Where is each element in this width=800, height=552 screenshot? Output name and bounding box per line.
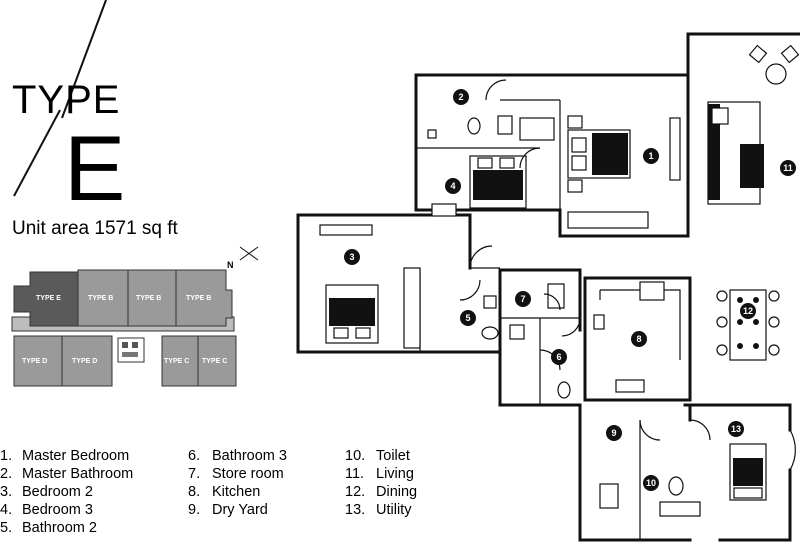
legend-num-2: 2. (0, 466, 12, 482)
door-swings (459, 79, 796, 471)
legend-num-4: 4. (0, 502, 12, 518)
kitchen-counter-icon (593, 281, 681, 393)
legend-num-5: 5. (0, 520, 12, 536)
key-block-type-d-1 (13, 335, 63, 387)
bench-icon (567, 211, 649, 229)
badge-10: 10 (646, 478, 656, 488)
bedroom2-bed-icon (325, 284, 379, 344)
badge-5: 5 (465, 313, 470, 323)
badge-2: 2 (458, 92, 463, 102)
badge-9: 9 (611, 428, 616, 438)
legend-num-1: 1. (0, 448, 12, 464)
type-letter: E (64, 118, 125, 220)
legend-num-3: 3. (0, 484, 12, 500)
legend-label-4: Bedroom 3 (22, 502, 93, 518)
legend-num-6: 6. (188, 448, 200, 464)
bathroom3-fixtures-icon (509, 324, 571, 399)
legend-num-10: 10. (345, 448, 365, 464)
legend-num-13: 13. (345, 502, 365, 518)
room-badges: 1 2 3 4 5 6 7 8 9 10 11 12 13 (344, 89, 796, 491)
key-label-type-c-2: TYPE C (202, 358, 227, 365)
unit-area: Unit area 1571 sq ft (12, 218, 179, 239)
armchairs-icon (748, 44, 800, 85)
bathroom2-fixtures-icon (481, 295, 499, 340)
north-arrow: N (227, 246, 259, 270)
wardrobe-2-icon (403, 267, 421, 349)
floor-plan: 1 2 3 4 5 6 7 8 9 10 11 12 13 (296, 32, 800, 542)
dining-table-icon (716, 289, 780, 361)
master-bath-fixtures-icon (427, 115, 555, 141)
legend-num-11: 11. (345, 466, 364, 482)
store-shelf-icon (547, 283, 565, 309)
title-block: TYPE E Unit area 1571 sq ft (12, 0, 179, 239)
master-bed-icon (567, 115, 631, 193)
key-block-type-b-1 (77, 269, 129, 327)
legend-num-7: 7. (188, 466, 200, 482)
type-word: TYPE (12, 78, 120, 122)
north-label: N (227, 260, 234, 270)
badge-8: 8 (636, 334, 641, 344)
badge-12: 12 (743, 306, 753, 316)
desk-icon (431, 203, 457, 217)
key-label-type-b-3: TYPE B (186, 295, 211, 302)
outer-wall-service (498, 268, 692, 407)
legend-label-6: Bathroom 3 (212, 448, 287, 464)
key-label-type-c-1: TYPE C (164, 358, 189, 365)
living-sofa-icon (707, 101, 764, 205)
badge-4: 4 (450, 181, 455, 191)
shelf-icon (319, 224, 373, 236)
key-label-type-b-2: TYPE B (136, 295, 161, 302)
badge-13: 13 (731, 424, 741, 434)
legend-label-7: Store room (212, 466, 284, 482)
legend-label-12: Dining (376, 484, 417, 500)
legend-label-1: Master Bedroom (22, 448, 129, 464)
utility-bed-icon (729, 443, 767, 501)
key-block-type-d-2 (61, 335, 113, 387)
key-block-type-c-1 (161, 335, 199, 387)
legend-label-8: Kitchen (212, 484, 260, 500)
legend-num-8: 8. (188, 484, 200, 500)
legend-label-11: Living (376, 466, 414, 482)
legend-label-10: Toilet (376, 448, 410, 464)
title-slash-bottom (13, 109, 61, 197)
bedroom3-bed-icon (469, 155, 527, 209)
badge-11: 11 (783, 163, 793, 173)
legend-label-2: Master Bathroom (22, 466, 133, 482)
title-slash-top (61, 0, 107, 119)
badge-1: 1 (648, 151, 653, 161)
key-block-type-c-2 (197, 335, 237, 387)
key-label-type-e: TYPE E (36, 295, 61, 302)
legend-label-9: Dry Yard (212, 502, 268, 518)
legend-label-5: Bathroom 2 (22, 520, 97, 536)
room-legend: 1. Master Bedroom 2. Master Bathroom 3. … (0, 448, 417, 536)
wardrobe-icon (669, 117, 681, 181)
badge-3: 3 (349, 252, 354, 262)
outer-wall-living (686, 32, 800, 238)
badge-7: 7 (520, 294, 525, 304)
outer-wall-bedroom2 (296, 213, 502, 354)
key-plan: N TYPE E TYPE B TYPE B TYPE B TYPE D TYP… (11, 246, 259, 387)
legend-num-12: 12. (345, 484, 365, 500)
key-label-type-d-1: TYPE D (22, 358, 47, 365)
key-label-type-d-2: TYPE D (72, 358, 97, 365)
key-lift-core (117, 337, 145, 363)
legend-label-3: Bedroom 2 (22, 484, 93, 500)
toilet-fixtures-icon (599, 476, 701, 517)
legend-label-13: Utility (376, 502, 412, 518)
badge-6: 6 (556, 352, 561, 362)
key-label-type-b-1: TYPE B (88, 295, 113, 302)
outer-wall-dry-yard (578, 403, 792, 542)
key-block-type-b-3 (175, 269, 233, 327)
legend-num-9: 9. (188, 502, 200, 518)
